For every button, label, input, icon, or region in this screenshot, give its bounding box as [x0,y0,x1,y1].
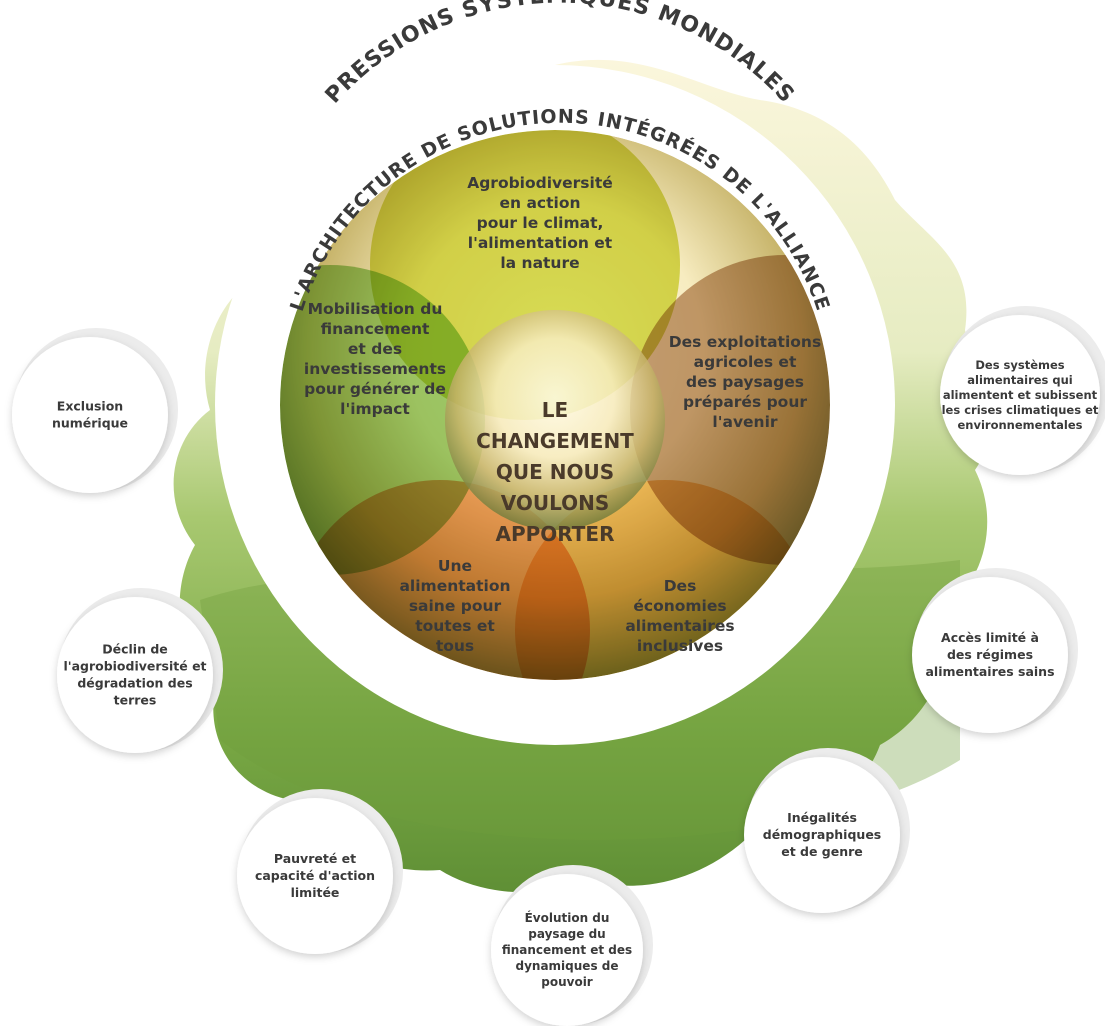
label-line: agricoles et [694,353,797,371]
pressure-circle [940,315,1100,475]
label-line: QUE NOUS [496,460,614,484]
label-line: numérique [52,416,128,431]
label-line: dégradation des [77,676,192,691]
label-line: Accès limité à [941,630,1039,645]
pressure-node-inequalities: Inégalités démographiques et de genre [744,748,910,913]
label-line: les crises climatiques et [942,403,1099,417]
label-line: Une [438,557,472,575]
pressure-node-finance-landscape: Évolution du paysage du financement et des… [491,865,653,1026]
label-line: alimentation [399,577,510,595]
label-line: Des exploitations [669,333,821,351]
label-line: pouvoir [541,975,593,989]
label-line: l'avenir [712,413,777,431]
pressure-circle [57,597,213,753]
label-line: financement et des [502,943,632,957]
solution-circle-economies [515,480,815,680]
label-line: limitée [291,885,340,900]
label-line: la nature [500,254,579,272]
pressure-label: Évolution du paysage du financement et des… [502,910,632,989]
pressure-circle [912,577,1068,733]
solution-label-farms: Des exploitations agricoles et des paysage… [669,333,821,431]
label-line: investissements [304,360,446,378]
pressure-circle [237,798,393,954]
label-line: VOULONS [501,491,610,515]
label-line: et des [348,340,402,358]
solution-label-economies: Des économies alimentaires inclusives [625,577,734,655]
label-line: l'agrobiodiversité et [63,659,206,674]
label-line: Agrobiodiversité [467,174,613,192]
label-line: APPORTER [495,522,614,546]
pressure-node-poverty: Pauvreté et capacité d'action limitée [237,789,403,954]
label-line: environnementales [958,418,1083,432]
label-line: en action [500,194,581,212]
pressure-circle [12,337,168,493]
label-line: CHANGEMENT [476,429,634,453]
label-line: Mobilisation du [308,300,443,318]
label-line: alimentaires qui [967,373,1073,387]
label-line: Des systèmes [975,358,1064,372]
label-line: Des [664,577,697,595]
pressure-label: Pauvreté et capacité d'action limitée [255,851,375,900]
label-line: et de genre [781,844,863,859]
label-line: démographiques [763,827,881,842]
label-line: terres [114,693,157,708]
label-line: des paysages [686,373,804,391]
solution-circles [280,130,830,680]
label-line: Exclusion [57,399,123,414]
pressure-label: Exclusion numérique [52,399,128,431]
label-line: alimentent et subissent [943,388,1098,402]
label-line: préparés pour [683,393,807,411]
label-line: toutes et [415,617,495,635]
label-line: financement [321,320,430,338]
solution-label-finance: Mobilisation du financement et des investis… [304,300,446,418]
pressure-label: Accès limité à des régimes alimentaires sa… [925,630,1054,679]
label-line: paysage du [528,927,605,941]
label-line: Déclin de [102,642,168,657]
pressure-circle [744,757,900,913]
label-line: alimentaires [625,617,734,635]
label-line: inclusives [637,637,723,655]
pressure-node-agrobiodiversity-decline: Déclin de l'agrobiodiversité et dégradatio… [57,588,223,753]
pressure-node-healthy-diets: Accès limité à des régimes alimentaires sa… [912,568,1078,733]
label-line: LE [542,398,568,422]
label-line: l'alimentation et [468,234,613,252]
pressure-label: Déclin de l'agrobiodiversité et dégradatio… [63,642,206,708]
pressure-node-digital-exclusion: Exclusion numérique [12,328,178,493]
label-line: pour le climat, [477,214,604,232]
label-line: des régimes [947,647,1033,662]
label-line: Inégalités [787,810,857,825]
label-line: capacité d'action [255,868,375,883]
solution-circle-finance [280,265,485,575]
label-line: tous [436,637,474,655]
label-line: alimentaires sains [925,664,1054,679]
label-line: saine pour [409,597,502,615]
label-line: Pauvreté et [274,851,356,866]
solution-label-agrobiodiversity: Agrobiodiversité en action pour le climat,… [467,174,613,272]
label-line: l'impact [340,400,410,418]
label-line: pour générer de [304,380,446,398]
pressure-label: Inégalités démographiques et de genre [763,810,881,859]
center-label: LE CHANGEMENT QUE NOUS VOULONS APPORTER [476,398,634,546]
label-line: dynamiques de [516,959,619,973]
label-line: Évolution du [525,910,610,925]
solution-label-healthy-food: Une alimentation saine pour toutes et tous [399,557,510,655]
pressure-circle [491,874,643,1026]
label-line: économies [633,597,726,615]
